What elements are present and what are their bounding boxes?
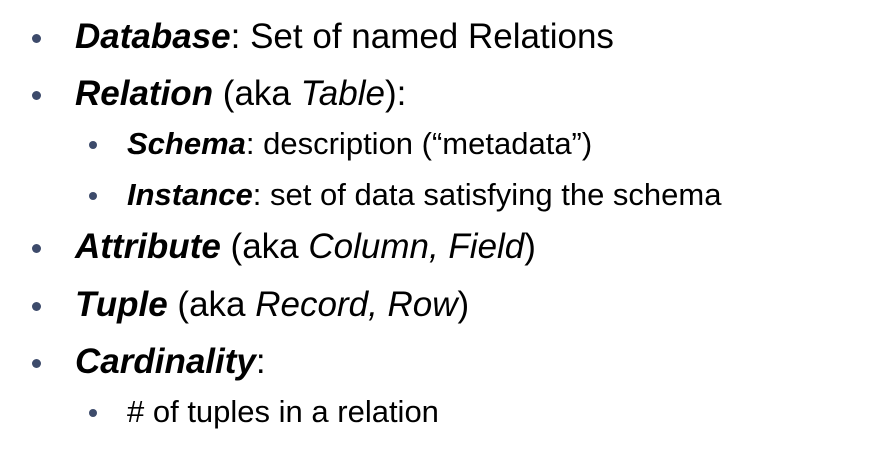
bullet-dot [89, 141, 97, 149]
term-tuple: Tuple [75, 285, 168, 324]
subbullet-schema-text: : description (“metadata”) [245, 126, 593, 161]
bullet-cardinality: Cardinality: [32, 342, 266, 381]
term-attribute: Attribute [75, 227, 221, 266]
bullet-database: Database: Set of named Relations [32, 17, 614, 56]
subbullet-tuple-count-text: # of tuples in a relation [127, 394, 439, 429]
term-schema: Schema [127, 126, 246, 161]
bullet-tuple: Tuple (aka Record, Row) [32, 285, 470, 324]
term-instance: Instance [127, 177, 253, 212]
bullet-tuple-pre: (aka [167, 285, 256, 324]
bullet-relation-post: ): [384, 74, 407, 113]
subbullet-instance: Instance: set of data satisfying the sch… [89, 177, 722, 212]
bullet-dot [32, 91, 41, 100]
bullet-relation: Relation (aka Table): [32, 74, 407, 113]
term-relation: Relation [75, 74, 214, 113]
bullet-relation-alias: Table [300, 74, 385, 113]
bullet-dot [32, 359, 41, 368]
bullet-dot [32, 244, 41, 253]
bullet-cardinality-text: : [255, 342, 266, 381]
subbullet-schema: Schema: description (“metadata”) [89, 126, 593, 161]
term-database: Database [75, 17, 231, 56]
bullet-attribute-pre: (aka [220, 227, 309, 266]
bullet-tuple-alias: Record, Row [255, 285, 458, 324]
bullet-dot [32, 302, 41, 311]
bullet-dot [89, 192, 97, 200]
bullet-attribute: Attribute (aka Column, Field) [32, 227, 536, 266]
bullet-attribute-post: ) [524, 227, 536, 266]
subbullet-instance-text: : set of data satisfying the schema [252, 177, 722, 212]
bullet-dot [89, 409, 97, 417]
subbullet-tuple-count: # of tuples in a relation [89, 394, 439, 429]
bullet-database-text: : Set of named Relations [230, 17, 614, 56]
term-cardinality: Cardinality [75, 342, 256, 381]
bullet-relation-pre: (aka [213, 74, 301, 113]
bullet-dot [32, 34, 41, 43]
bullet-tuple-post: ) [457, 285, 470, 324]
bullet-attribute-alias: Column, Field [308, 227, 525, 266]
